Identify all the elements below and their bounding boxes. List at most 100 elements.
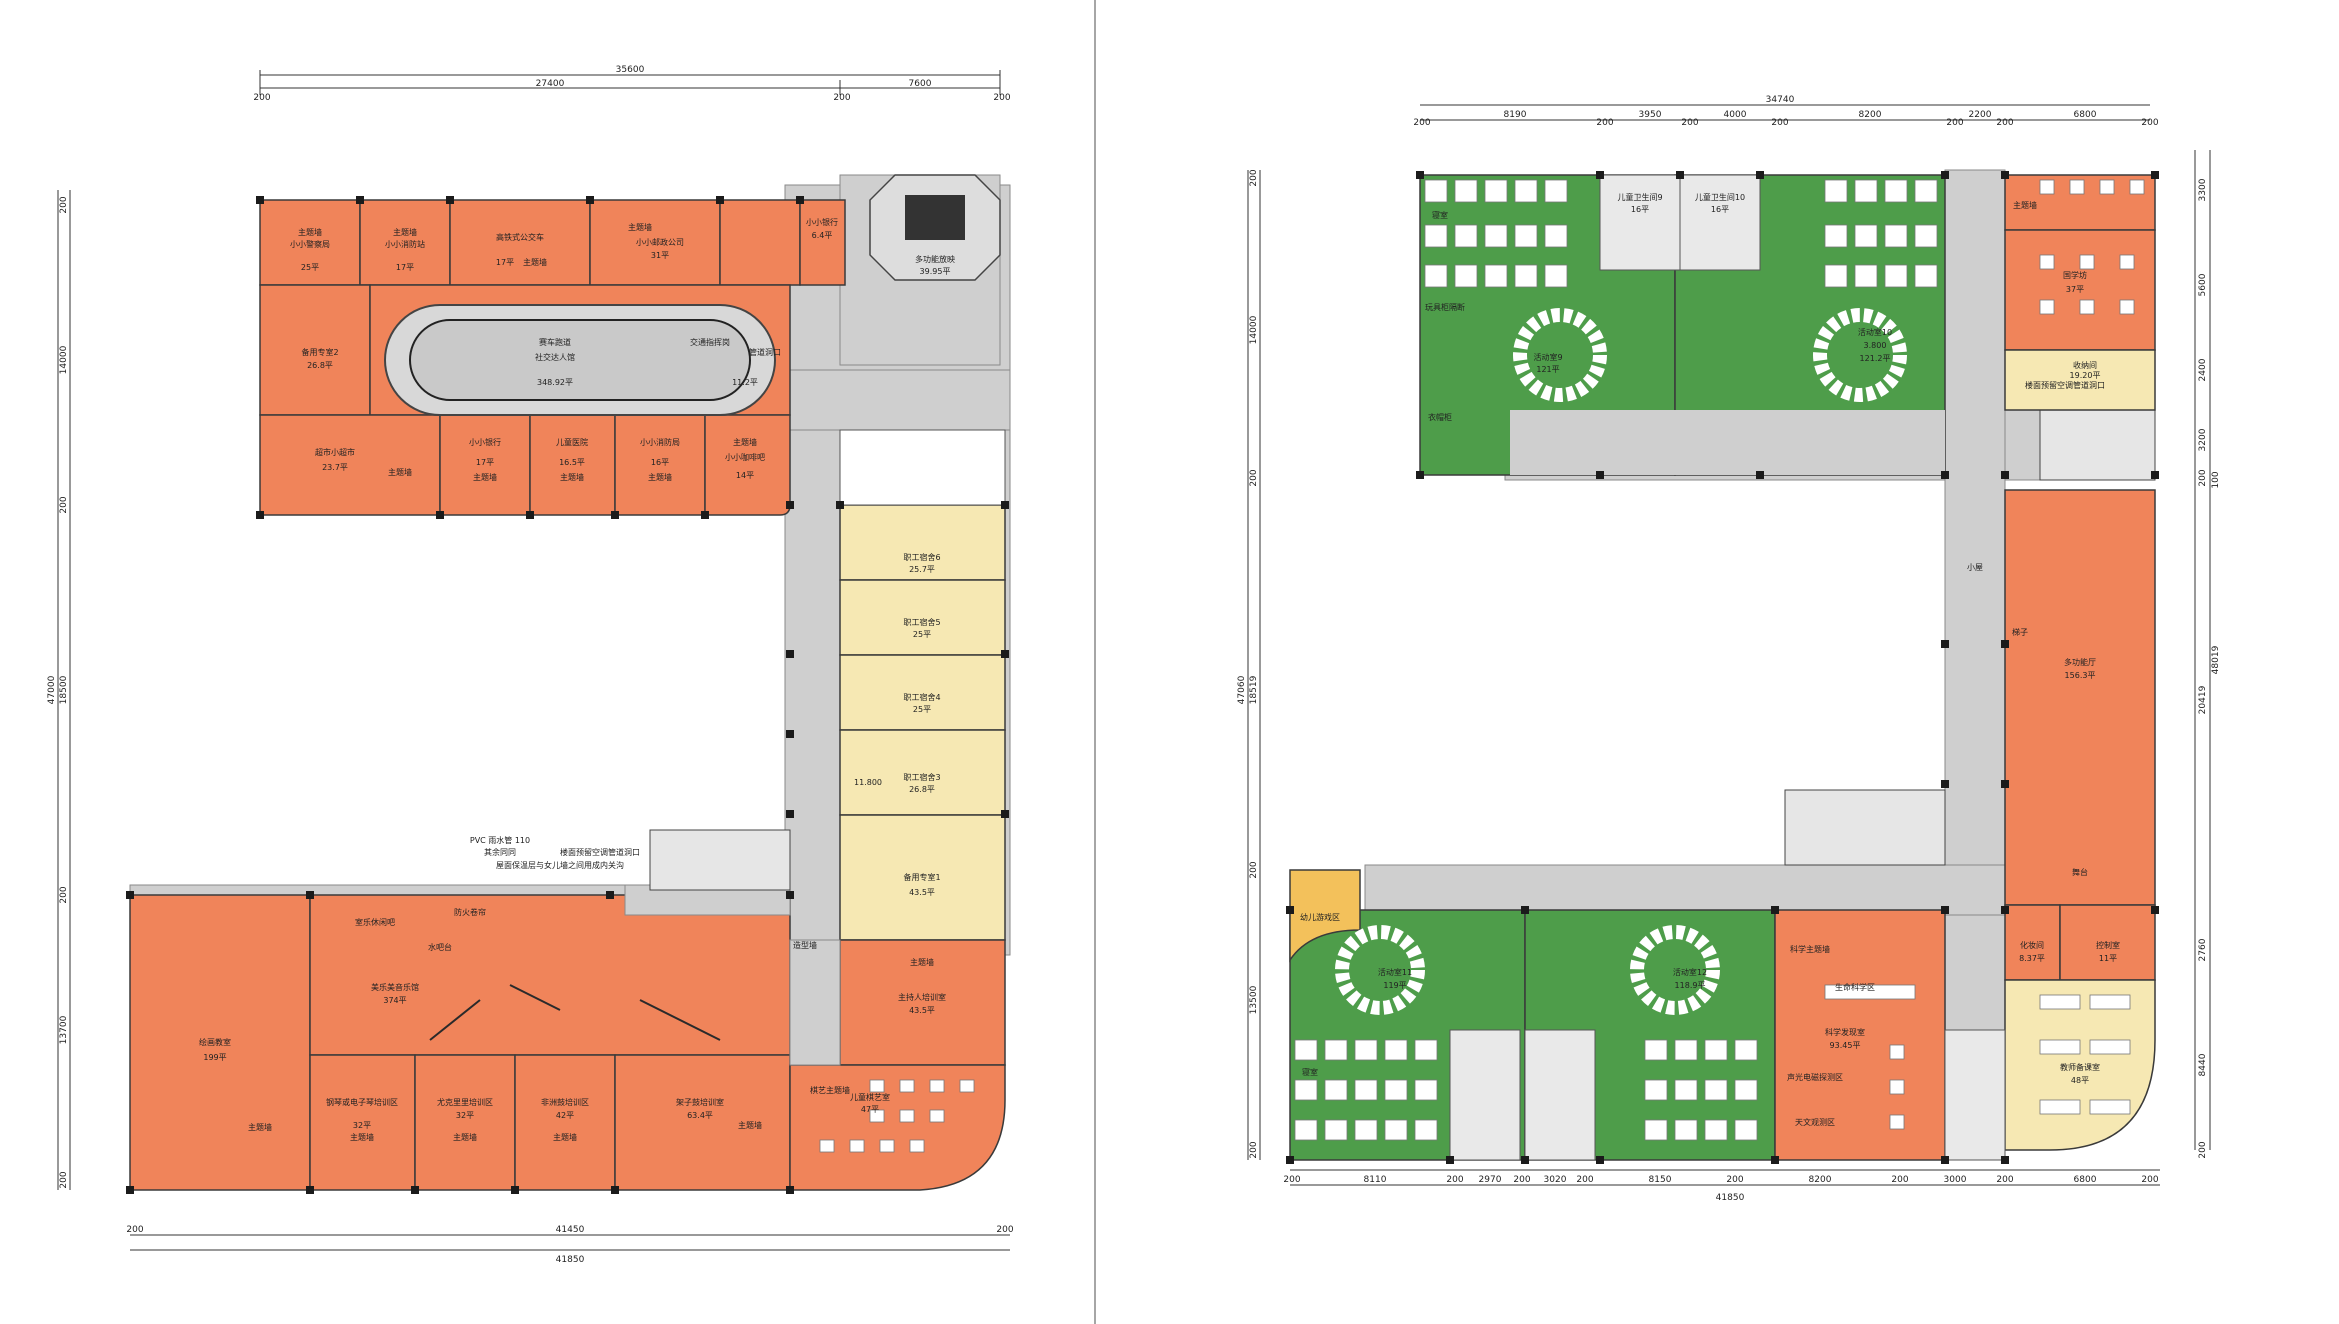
room-label: 室乐休闲吧 (355, 917, 395, 927)
room (449, 199, 591, 286)
right-dims-right: 3300 5600 2400 3200 200 20419 48019 2760… (2194, 150, 2221, 1159)
room-sub: 主题墙 (738, 1120, 762, 1130)
dim-label: 200 (1726, 1175, 1743, 1185)
room-label: 多功能放映 (915, 254, 955, 264)
activity-circle (1813, 308, 1907, 402)
dim-label: 7600 (909, 79, 932, 89)
corridor (789, 939, 841, 1066)
room-sub: 3.800 (1864, 341, 1887, 350)
room-sub: 主题墙 (523, 257, 547, 267)
bottom-wing (129, 829, 1006, 1191)
small-label: 声光电磁探测区 (1787, 1072, 1843, 1082)
room-area: 37平 (2066, 285, 2084, 294)
stair-core (905, 195, 965, 240)
room-label: 尤克里里培训区 (437, 1097, 493, 1107)
room-sub: 儿童棋艺室 (850, 1092, 890, 1102)
room (589, 199, 721, 286)
annotation: 造型墙 (793, 940, 817, 950)
dim-label: 3000 (1944, 1175, 1967, 1185)
annotation: 其余同同 (484, 847, 516, 857)
dim-label: 200 (253, 93, 270, 103)
room-area: 25平 (301, 263, 319, 272)
north-wing (1419, 174, 1946, 476)
room-label: 主题墙 (298, 227, 322, 237)
room-label: 多功能厅 (2064, 657, 2096, 667)
dim-label: 2400 (2198, 358, 2208, 381)
dim-label: 200 (1446, 1175, 1463, 1185)
room-area: 8.37平 (2019, 954, 2045, 963)
annotation: 水吧台 (428, 942, 452, 952)
room-label: 儿童卫生间9 (1617, 192, 1662, 202)
room-label: 钢琴或电子琴培训区 (326, 1097, 398, 1107)
small-label: 衣帽柜 (1428, 412, 1452, 422)
room (839, 654, 1006, 731)
tables-guoxue (2039, 179, 2145, 1115)
track-area: 348.92平 (537, 378, 573, 387)
room-label: 控制室 (2096, 940, 2120, 950)
dim-label: 18500 (59, 675, 69, 704)
room-label: 科学主题墙 (1790, 944, 1830, 954)
dim-label: 13700 (59, 1015, 69, 1044)
room-area: 47平 (861, 1105, 879, 1114)
dim-label: 6800 (2074, 110, 2097, 120)
room-label: 非洲鼓培训区 (541, 1097, 589, 1107)
right-dims-bottom: 200 8110 200 2970 200 3020 200 8150 200 … (1283, 1169, 2160, 1203)
room-area: 43.5平 (909, 888, 935, 897)
room-label: 儿童卫生间10 (1695, 192, 1745, 202)
dim-label: 200 (59, 1171, 69, 1188)
dim-label: 8200 (1859, 110, 1882, 120)
room-label: 主题墙 (388, 467, 412, 477)
room-label: 职工宿舍4 (903, 692, 940, 702)
room (614, 1054, 791, 1191)
small-label: 小屋 (1967, 563, 1983, 572)
small-label: 生命科学区 (1835, 982, 1875, 992)
annotation: 管道洞口 (749, 347, 781, 357)
toilet (1524, 1029, 1596, 1161)
room-label: 主题墙 (628, 222, 652, 232)
room (309, 894, 791, 1056)
room-label: 超市小超市 (315, 447, 355, 457)
dim-label: 200 (1249, 861, 1259, 878)
room-label: 高铁式公交车 (496, 232, 544, 242)
annotation: 屋面保温层与女儿墙之间用成内关沟 (496, 860, 624, 870)
room (2004, 904, 2061, 981)
room-sub: 主题墙 (453, 1132, 477, 1142)
room-area: 48平 (2071, 1076, 2089, 1085)
dim-label: 200 (993, 93, 1010, 103)
left-columns (126, 196, 1009, 1194)
dim-label: 2760 (2198, 938, 2208, 961)
small-label: 舞台 (2072, 867, 2088, 877)
room-label: 主题墙 (393, 227, 417, 237)
desks (1424, 179, 1938, 288)
room-area: 119平 (1383, 981, 1406, 990)
room-area: 16.5平 (559, 458, 585, 467)
dim-label: 200 (1513, 1175, 1530, 1185)
activity-circle (1630, 925, 1720, 1015)
room-label: 主题墙 (733, 437, 757, 447)
room-sub: 小小消防站 (385, 239, 425, 249)
dim-label: 8190 (1504, 110, 1527, 120)
dim-label: 200 (1681, 118, 1698, 128)
dim-label: 8110 (1364, 1175, 1387, 1185)
room-sub: 小小咖啡吧 (725, 452, 765, 462)
room-sub: 主题墙 (553, 1132, 577, 1142)
dim-label: 200 (2198, 469, 2208, 486)
dim-label: 200 (59, 886, 69, 903)
small-label: 梯子 (2012, 627, 2028, 637)
room-area: 32平 (353, 1121, 371, 1130)
room (789, 1064, 1006, 1191)
dim-label: 41850 (556, 1255, 585, 1265)
room-area: 199平 (203, 1053, 226, 1062)
room-area: 39.95平 (920, 267, 951, 276)
race-track-inner (409, 319, 751, 401)
room-area: 23.7平 (322, 463, 348, 472)
dim-label: 200 (996, 1225, 1013, 1235)
room (839, 814, 1006, 941)
room (614, 414, 706, 516)
room-area: 16平 (1711, 205, 1729, 214)
toilet (1944, 1029, 2006, 1161)
corridor-right (1944, 169, 2006, 1151)
room (839, 729, 1006, 816)
room-area: 93.45平 (1830, 1041, 1861, 1050)
